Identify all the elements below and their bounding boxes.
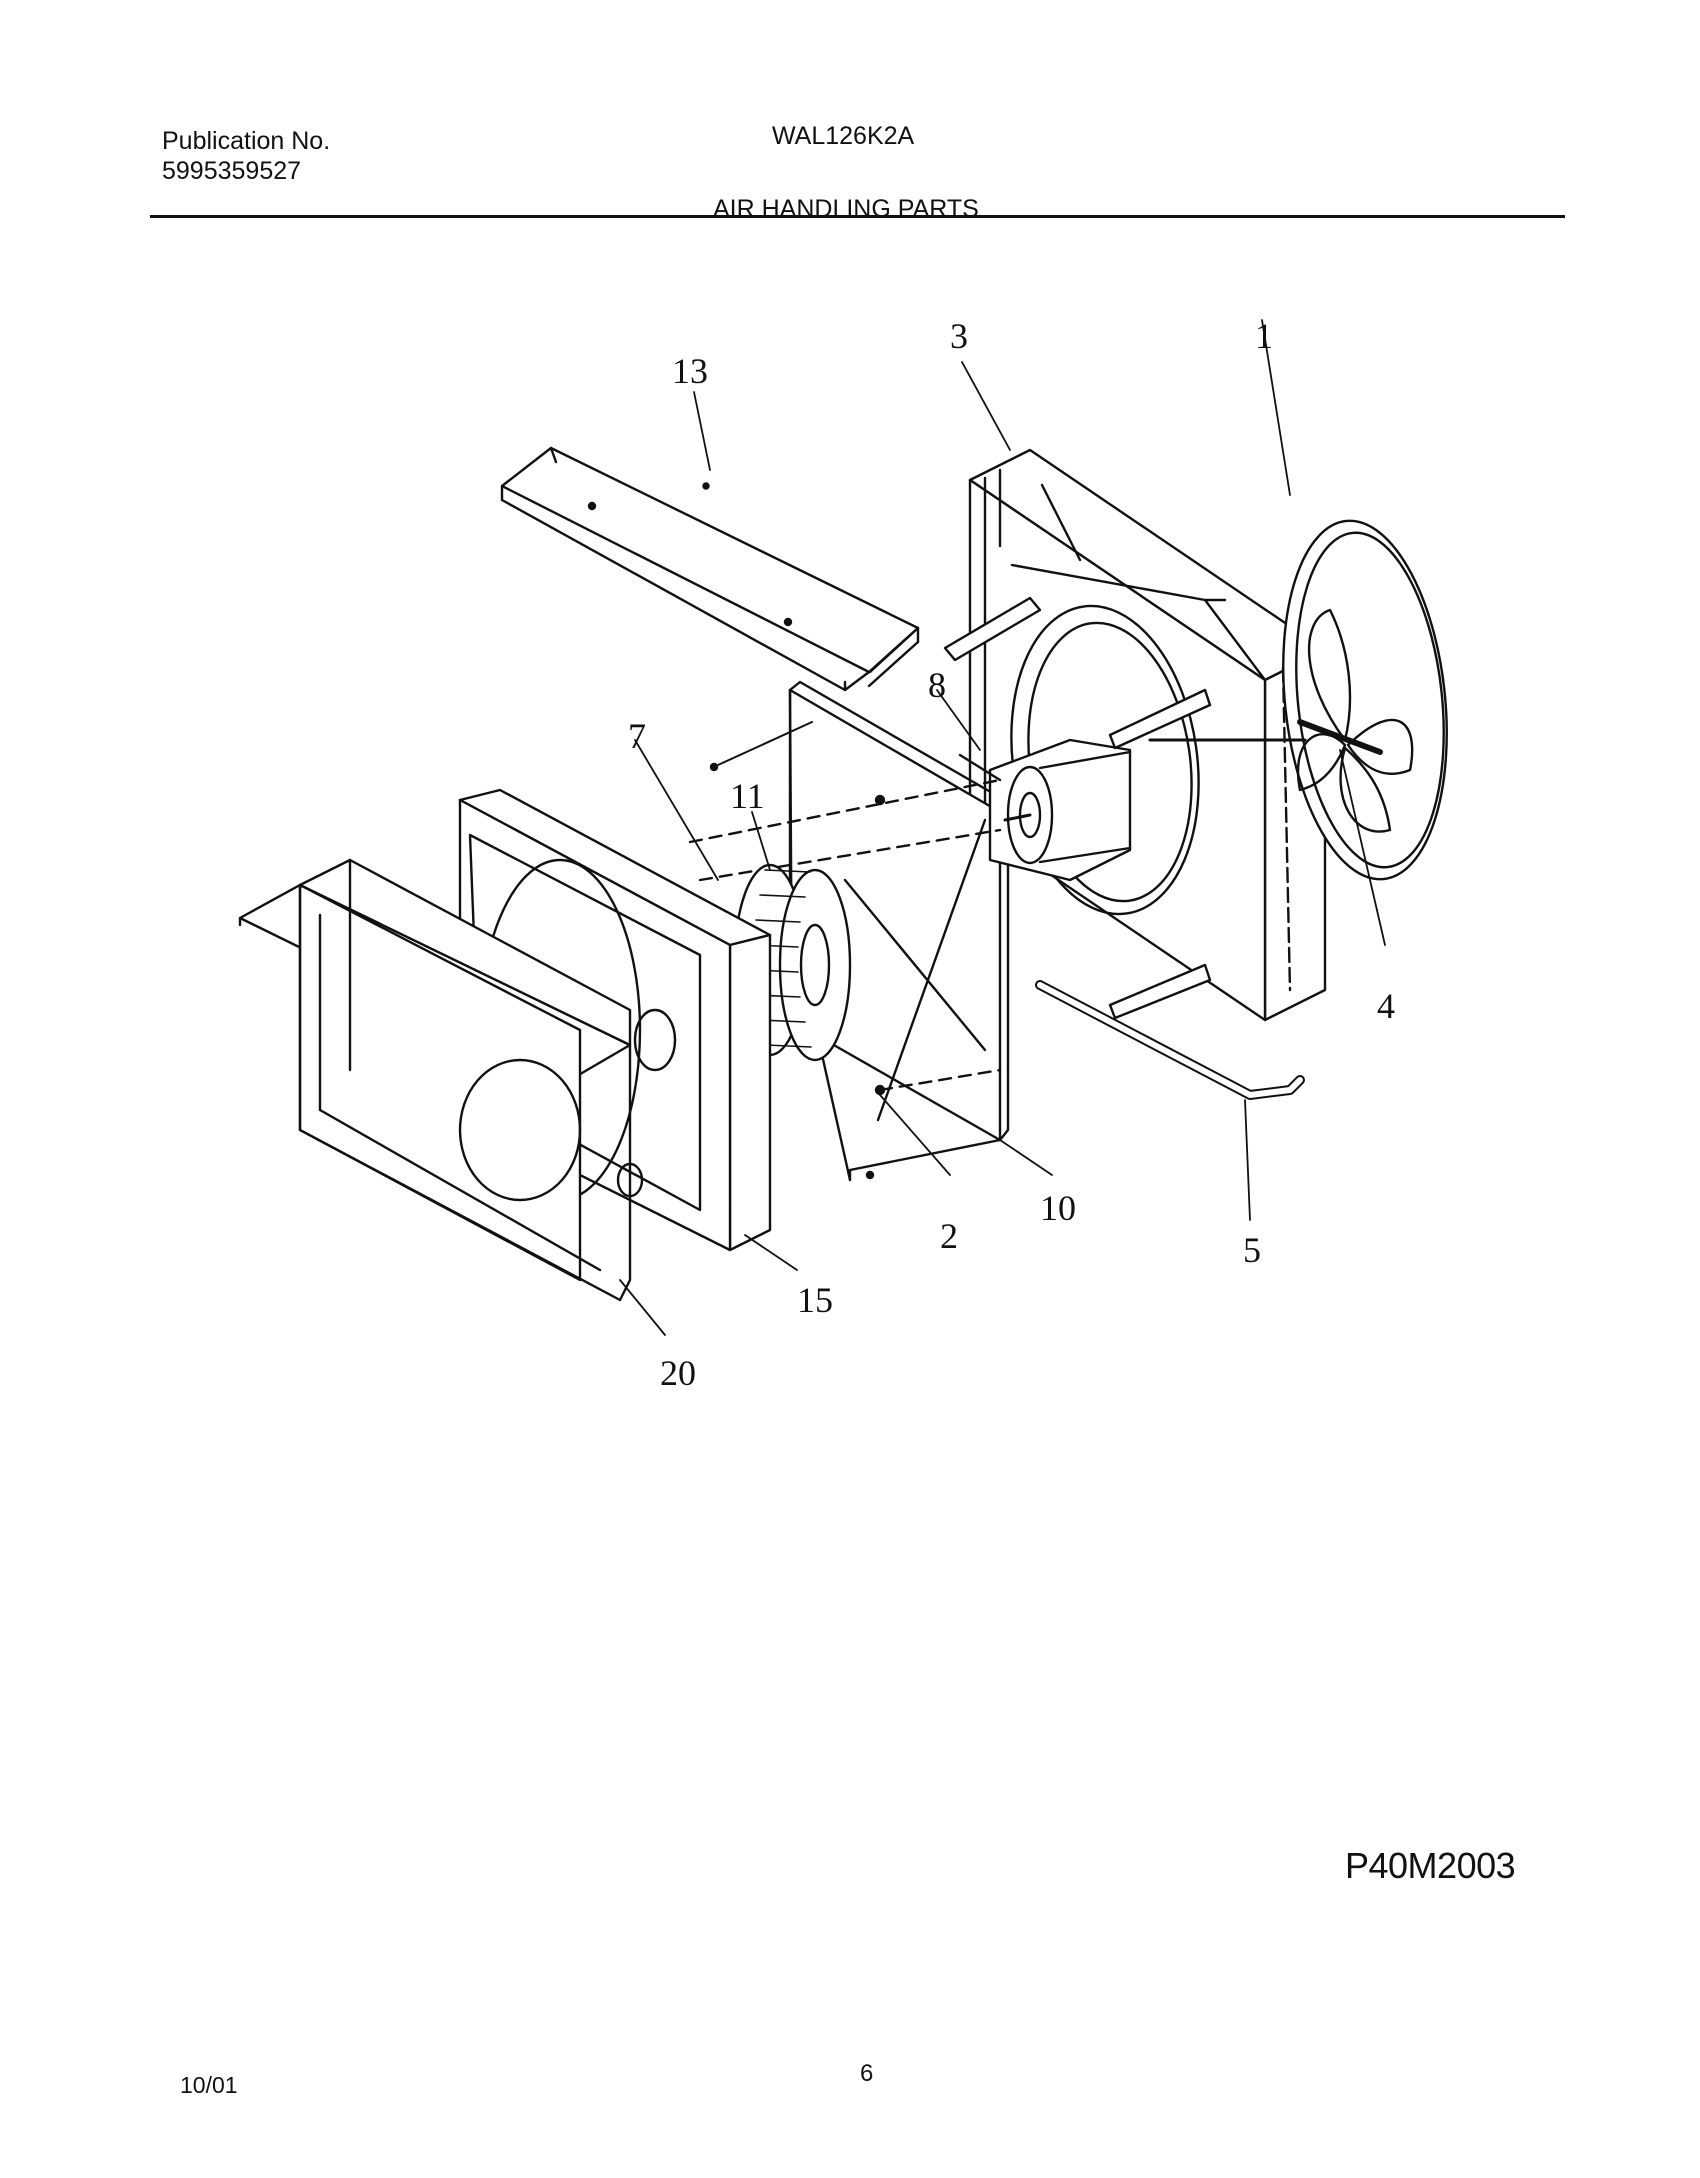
- publication-label: Publication No.: [162, 127, 331, 155]
- publication-number: 5995359527: [162, 157, 302, 185]
- model-number: WAL126K2A: [772, 122, 915, 150]
- part-20-air-duct: [238, 858, 632, 1302]
- callout-13: 13: [672, 351, 708, 391]
- callout-3: 3: [950, 316, 968, 356]
- revision-date: 10/01: [180, 2072, 238, 2098]
- callout-10: 10: [1040, 1188, 1076, 1228]
- callout-15: 15: [797, 1280, 833, 1320]
- part-3-fan-shroud: [968, 448, 1327, 1022]
- leader-lines: [619, 319, 1386, 1336]
- callout-2: 2: [940, 1216, 958, 1256]
- part-7-screw: [709, 721, 813, 772]
- page-number: 6: [860, 2060, 874, 2087]
- alignment-lines: [688, 778, 1002, 1092]
- part-13-top-cover: [500, 446, 920, 692]
- callout-7: 7: [628, 716, 646, 756]
- part-8-motor: [958, 738, 1132, 882]
- header-rule: [150, 215, 1565, 218]
- callout-4: 4: [1377, 986, 1395, 1026]
- part-1-fan-blade: [1282, 519, 1448, 881]
- callout-20: 20: [660, 1353, 696, 1393]
- callout-1: 1: [1255, 316, 1273, 356]
- part-5-rod: [1035, 980, 1305, 1100]
- drawing-code: P40M2003: [1345, 1845, 1516, 1886]
- callout-8: 8: [928, 665, 946, 705]
- callout-5: 5: [1243, 1230, 1261, 1270]
- section-title: AIR HANDLING PARTS: [713, 195, 979, 223]
- callout-11: 11: [730, 776, 765, 816]
- mounting-brackets: [943, 596, 1212, 1020]
